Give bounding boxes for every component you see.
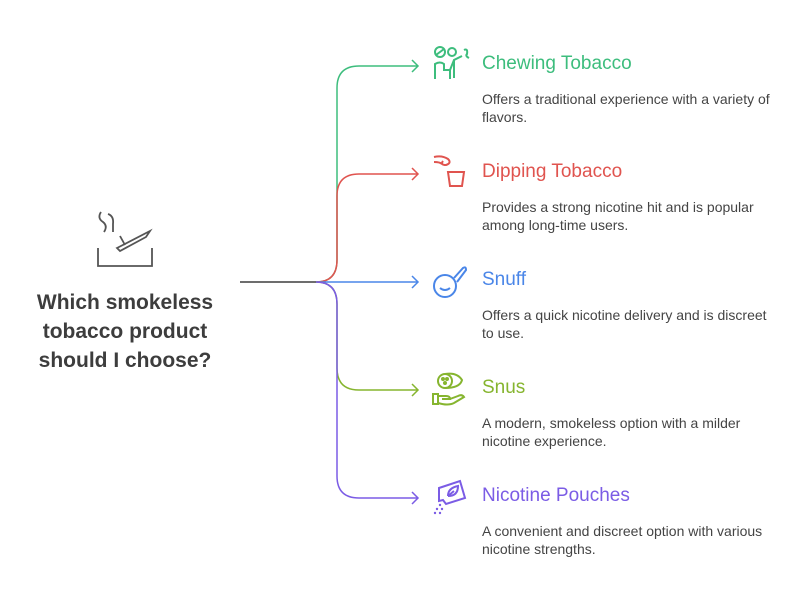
nasal-bulb-icon	[433, 266, 468, 298]
branch-snus	[315, 281, 418, 391]
arrow-icon	[411, 275, 420, 289]
option-description: Offers a quick nicotine delivery and is …	[482, 307, 767, 341]
arrow-icon	[411, 491, 420, 505]
option-title: Dipping Tobacco	[482, 161, 623, 182]
option-title: Snus	[482, 377, 526, 398]
arrow-icon	[411, 167, 420, 181]
option-description: Offers a traditional experience with a v…	[482, 91, 770, 125]
question-text: Which smokeless tobacco product should I…	[36, 291, 214, 372]
branch-pouches	[315, 281, 418, 499]
option-description: A convenient and discreet option with va…	[482, 523, 763, 557]
leaf-pouch-icon	[433, 479, 467, 515]
hand-pouch-icon	[432, 372, 466, 406]
option-title: Snuff	[482, 269, 527, 290]
pinch-cup-icon	[433, 155, 466, 187]
person-chewing-icon	[434, 46, 470, 79]
arrow-icon	[411, 59, 420, 73]
arrow-icon	[411, 383, 420, 397]
option-description: A modern, smokeless option with a milder…	[482, 415, 741, 449]
option-title: Nicotine Pouches	[482, 485, 630, 506]
ashtray-cigarette-icon	[97, 211, 153, 267]
option-description: Provides a strong nicotine hit and is po…	[482, 199, 754, 233]
branch-dipping	[315, 173, 418, 283]
option-title: Chewing Tobacco	[482, 53, 632, 74]
